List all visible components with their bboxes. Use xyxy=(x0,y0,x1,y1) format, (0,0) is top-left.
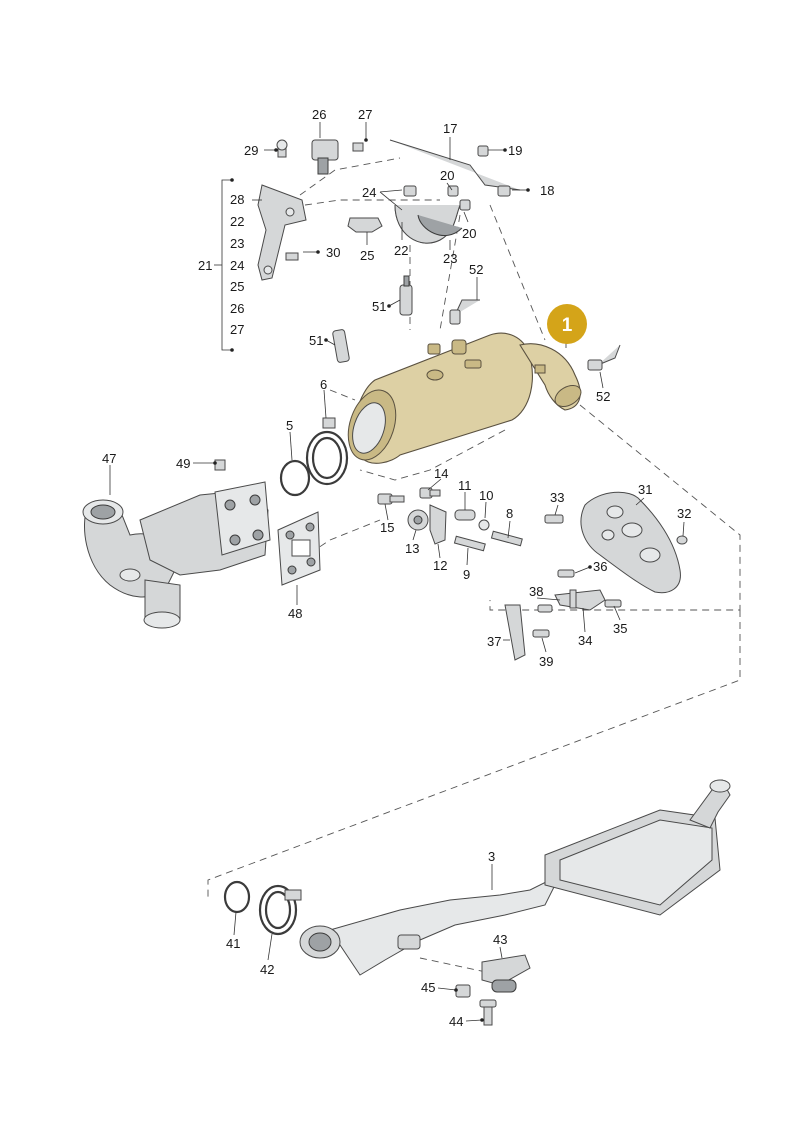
callout-14[interactable]: 14 xyxy=(434,466,448,481)
callout-43[interactable]: 43 xyxy=(493,932,507,947)
callout-20[interactable]: 20 xyxy=(462,226,476,241)
callout-26[interactable]: 26 xyxy=(312,107,326,122)
callout-51[interactable]: 51 xyxy=(372,299,386,314)
callout-23[interactable]: 23 xyxy=(443,251,457,266)
particulate-filter-part-1[interactable] xyxy=(340,332,585,466)
callout-17[interactable]: 17 xyxy=(443,121,457,136)
callout-12[interactable]: 12 xyxy=(433,558,447,573)
pressure-sensor-group xyxy=(257,139,521,281)
callout-22[interactable]: 22 xyxy=(230,214,244,229)
callout-5[interactable]: 5 xyxy=(286,418,293,433)
callout-27[interactable]: 27 xyxy=(358,107,372,122)
callout-42[interactable]: 42 xyxy=(260,962,274,977)
callout-37[interactable]: 37 xyxy=(487,634,501,649)
muffler-assembly-part-3[interactable] xyxy=(299,779,731,976)
callout-41[interactable]: 41 xyxy=(226,936,240,951)
assembly-lines xyxy=(207,157,741,976)
bolt-group-8-15 xyxy=(377,487,523,552)
callout-49[interactable]: 49 xyxy=(176,456,190,471)
callout-35[interactable]: 35 xyxy=(613,621,627,636)
callout-36[interactable]: 36 xyxy=(593,559,607,574)
callout-23[interactable]: 23 xyxy=(230,236,244,251)
callout-33[interactable]: 33 xyxy=(550,490,564,505)
highlight-badge[interactable]: 1 xyxy=(547,304,587,344)
callout-30[interactable]: 30 xyxy=(326,245,340,260)
bracket-group-33-39 xyxy=(504,514,688,661)
callout-34[interactable]: 34 xyxy=(578,633,592,648)
gasket-part-48[interactable] xyxy=(277,511,321,586)
callout-11[interactable]: 11 xyxy=(458,478,472,493)
callout-labels: 26 27 29 17 19 18 20 20 24 22 23 25 28 2… xyxy=(102,107,691,1029)
callout-39[interactable]: 39 xyxy=(539,654,553,669)
callout-32[interactable]: 32 xyxy=(677,506,691,521)
callout-29[interactable]: 29 xyxy=(244,143,258,158)
leader-lines xyxy=(109,122,685,1022)
clamps-41-42 xyxy=(223,880,302,936)
clamps-5-6 xyxy=(279,417,349,497)
callout-15[interactable]: 15 xyxy=(380,520,394,535)
callout-26[interactable]: 26 xyxy=(230,301,244,316)
callout-9[interactable]: 9 xyxy=(463,567,470,582)
callout-19[interactable]: 19 xyxy=(508,143,522,158)
callout-24[interactable]: 24 xyxy=(362,185,376,200)
callout-52[interactable]: 52 xyxy=(469,262,483,277)
callout-27[interactable]: 27 xyxy=(230,322,244,337)
callout-28[interactable]: 28 xyxy=(230,192,244,207)
callout-38[interactable]: 38 xyxy=(529,584,543,599)
callout-3[interactable]: 3 xyxy=(488,849,495,864)
callout-25[interactable]: 25 xyxy=(230,279,244,294)
callout-20[interactable]: 20 xyxy=(440,168,454,183)
callout-45[interactable]: 45 xyxy=(421,980,435,995)
callout-13[interactable]: 13 xyxy=(405,541,419,556)
callout-52[interactable]: 52 xyxy=(596,389,610,404)
callout-51[interactable]: 51 xyxy=(309,333,323,348)
leader-dots xyxy=(213,138,592,1022)
callout-10[interactable]: 10 xyxy=(479,488,493,503)
callout-18[interactable]: 18 xyxy=(540,183,554,198)
callout-47[interactable]: 47 xyxy=(102,451,116,466)
callout-22[interactable]: 22 xyxy=(394,243,408,258)
callout-6[interactable]: 6 xyxy=(320,377,327,392)
callout-48[interactable]: 48 xyxy=(288,606,302,621)
mount-group-43-45 xyxy=(455,954,531,1026)
callout-44[interactable]: 44 xyxy=(449,1014,463,1029)
callout-8[interactable]: 8 xyxy=(506,506,513,521)
sensors-51-52 xyxy=(332,275,621,371)
badge-label: 1 xyxy=(562,315,573,336)
callout-25[interactable]: 25 xyxy=(360,248,374,263)
heat-shield-part-31[interactable] xyxy=(580,491,681,594)
callout-24[interactable]: 24 xyxy=(230,258,244,273)
callout-21[interactable]: 21 xyxy=(198,258,212,273)
turbocharger-part-47[interactable] xyxy=(82,459,271,629)
callout-31[interactable]: 31 xyxy=(638,482,652,497)
